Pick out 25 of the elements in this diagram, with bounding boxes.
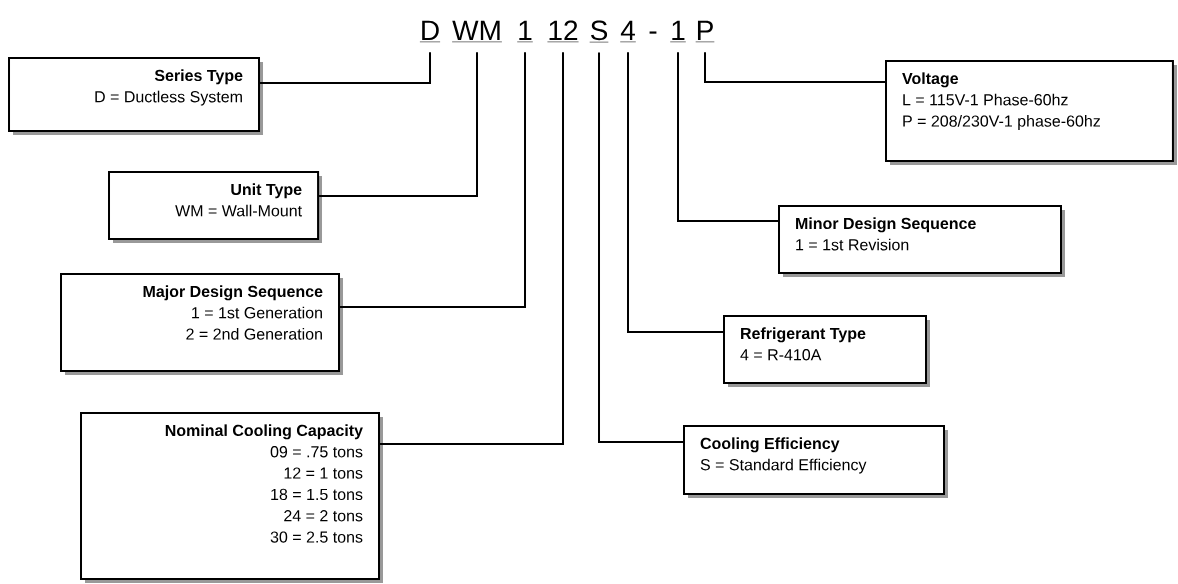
code-segment: 1 — [516, 20, 534, 43]
leader-line — [259, 51, 431, 84]
leader-line — [379, 51, 564, 445]
code-segment: P — [695, 20, 715, 43]
leader-line — [598, 51, 684, 443]
description-box: Voltage L = 115V-1 Phase-60hz P = 208/230V-1 phase-60hz — [885, 60, 1177, 165]
code-segment: 4 — [619, 20, 637, 43]
leader-line — [704, 51, 886, 83]
leader-line — [339, 51, 526, 308]
description-box: Refrigerant Type 4 = R-410A — [723, 315, 930, 387]
code-segment: S — [589, 20, 609, 43]
code-segment: D — [419, 20, 441, 43]
description-box: Major Design Sequence 1 = 1st Generation 2 = 2nd Generation — [60, 273, 343, 375]
code-separator: - — [649, 31, 657, 34]
leader-line — [677, 51, 779, 222]
leader-line — [627, 51, 724, 333]
code-segment: WM — [451, 20, 503, 43]
description-box: Series Type D = Ductless System — [8, 57, 263, 135]
leader-line — [318, 51, 478, 197]
description-box: Cooling Efficiency S = Standard Efficiency — [683, 425, 948, 498]
code-segment: 1 — [669, 20, 687, 43]
description-box: Unit Type WM = Wall-Mount — [108, 171, 322, 243]
description-box: Minor Design Sequence 1 = 1st Revision — [778, 205, 1065, 277]
code-segment: 12 — [547, 20, 579, 43]
description-box: Nominal Cooling Capacity 09 = .75 tons 12 = 1 tons 18 = 1.5 tons 24 = 2 tons 30 = 2.5 tons — [80, 412, 383, 583]
